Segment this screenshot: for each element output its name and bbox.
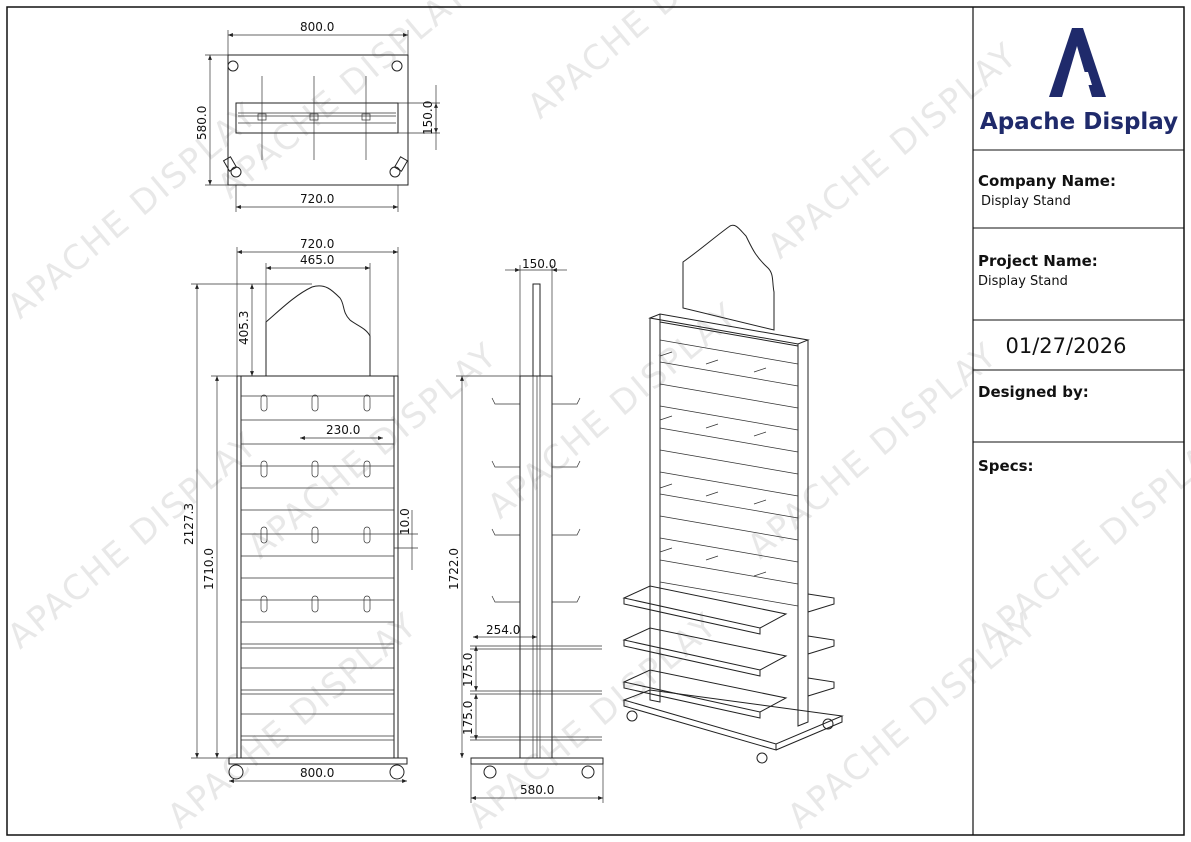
dim-front-width: 720.0 xyxy=(300,237,334,251)
brand-name: Apache Display xyxy=(980,109,1178,135)
watermark-text: APACHE DISPLAY xyxy=(0,95,266,327)
isometric-view xyxy=(622,224,844,764)
sheet-border xyxy=(6,6,1185,836)
watermark-text: APACHE DISPLAY xyxy=(0,425,266,657)
dim-top-width-outer: 800.0 xyxy=(300,20,334,34)
dim-hook-spacing: 230.0 xyxy=(326,423,360,437)
front-hooks xyxy=(260,394,371,613)
dim-side-base: 580.0 xyxy=(520,783,554,797)
company-name-value: Display Stand xyxy=(981,194,1071,209)
dim-total-height: 2127.3 xyxy=(182,503,196,545)
iso-shelves xyxy=(622,585,835,719)
dim-shelf-depth: 254.0 xyxy=(486,623,520,637)
side-hooks xyxy=(470,397,602,741)
front-slats xyxy=(241,395,394,741)
dim-side-depth: 150.0 xyxy=(522,257,556,271)
watermark-text: APACHE DISPLAY xyxy=(520,0,786,127)
apache-logo-icon xyxy=(1049,28,1106,97)
watermark-text: APACHE DISPLAY xyxy=(760,35,1026,267)
title-block: Apache Display Company Name: Display Sta… xyxy=(972,7,1184,835)
front-view: 720.0 465.0 405.3 230.0 2127.3 1710.0 10… xyxy=(182,237,418,783)
watermark-text: APACHE DISPLAY xyxy=(780,605,1046,837)
dim-shelf-gap-1: 175.0 xyxy=(461,653,475,687)
watermark-text: APACHE DISPLAY xyxy=(240,335,506,567)
dim-top-depth: 580.0 xyxy=(195,106,209,140)
top-view: 800.0 580.0 150.0 720.0 xyxy=(195,20,440,212)
dim-slot-gap: 10.0 xyxy=(398,508,412,535)
iso-slats xyxy=(659,339,799,607)
watermark-text: APACHE DISPLAY xyxy=(740,335,1006,567)
iso-hooks xyxy=(659,351,767,577)
watermark-text: APACHE DISPLAY xyxy=(160,605,426,837)
project-name-value: Display Stand xyxy=(978,274,1068,289)
dim-header-height: 405.3 xyxy=(237,311,251,345)
specs-label: Specs: xyxy=(978,457,1034,475)
dim-side-height: 1722.0 xyxy=(447,548,461,590)
project-name-label: Project Name: xyxy=(978,252,1098,270)
dim-top-slat-depth: 150.0 xyxy=(421,101,435,135)
company-name-label: Company Name: xyxy=(978,172,1116,190)
dim-header-width: 465.0 xyxy=(300,253,334,267)
dim-base-width: 800.0 xyxy=(300,766,334,780)
dim-shelf-gap-2: 175.0 xyxy=(461,701,475,735)
dim-frame-height: 1710.0 xyxy=(202,548,216,590)
dim-top-width-inner: 720.0 xyxy=(300,192,334,206)
side-view: 150.0 1722.0 254.0 175.0 175.0 580.0 xyxy=(447,257,604,803)
drawing-date: 01/27/2026 xyxy=(1005,334,1126,358)
watermark-text: APACHE DISPLAY xyxy=(460,605,726,837)
designed-by-label: Designed by: xyxy=(978,383,1089,401)
